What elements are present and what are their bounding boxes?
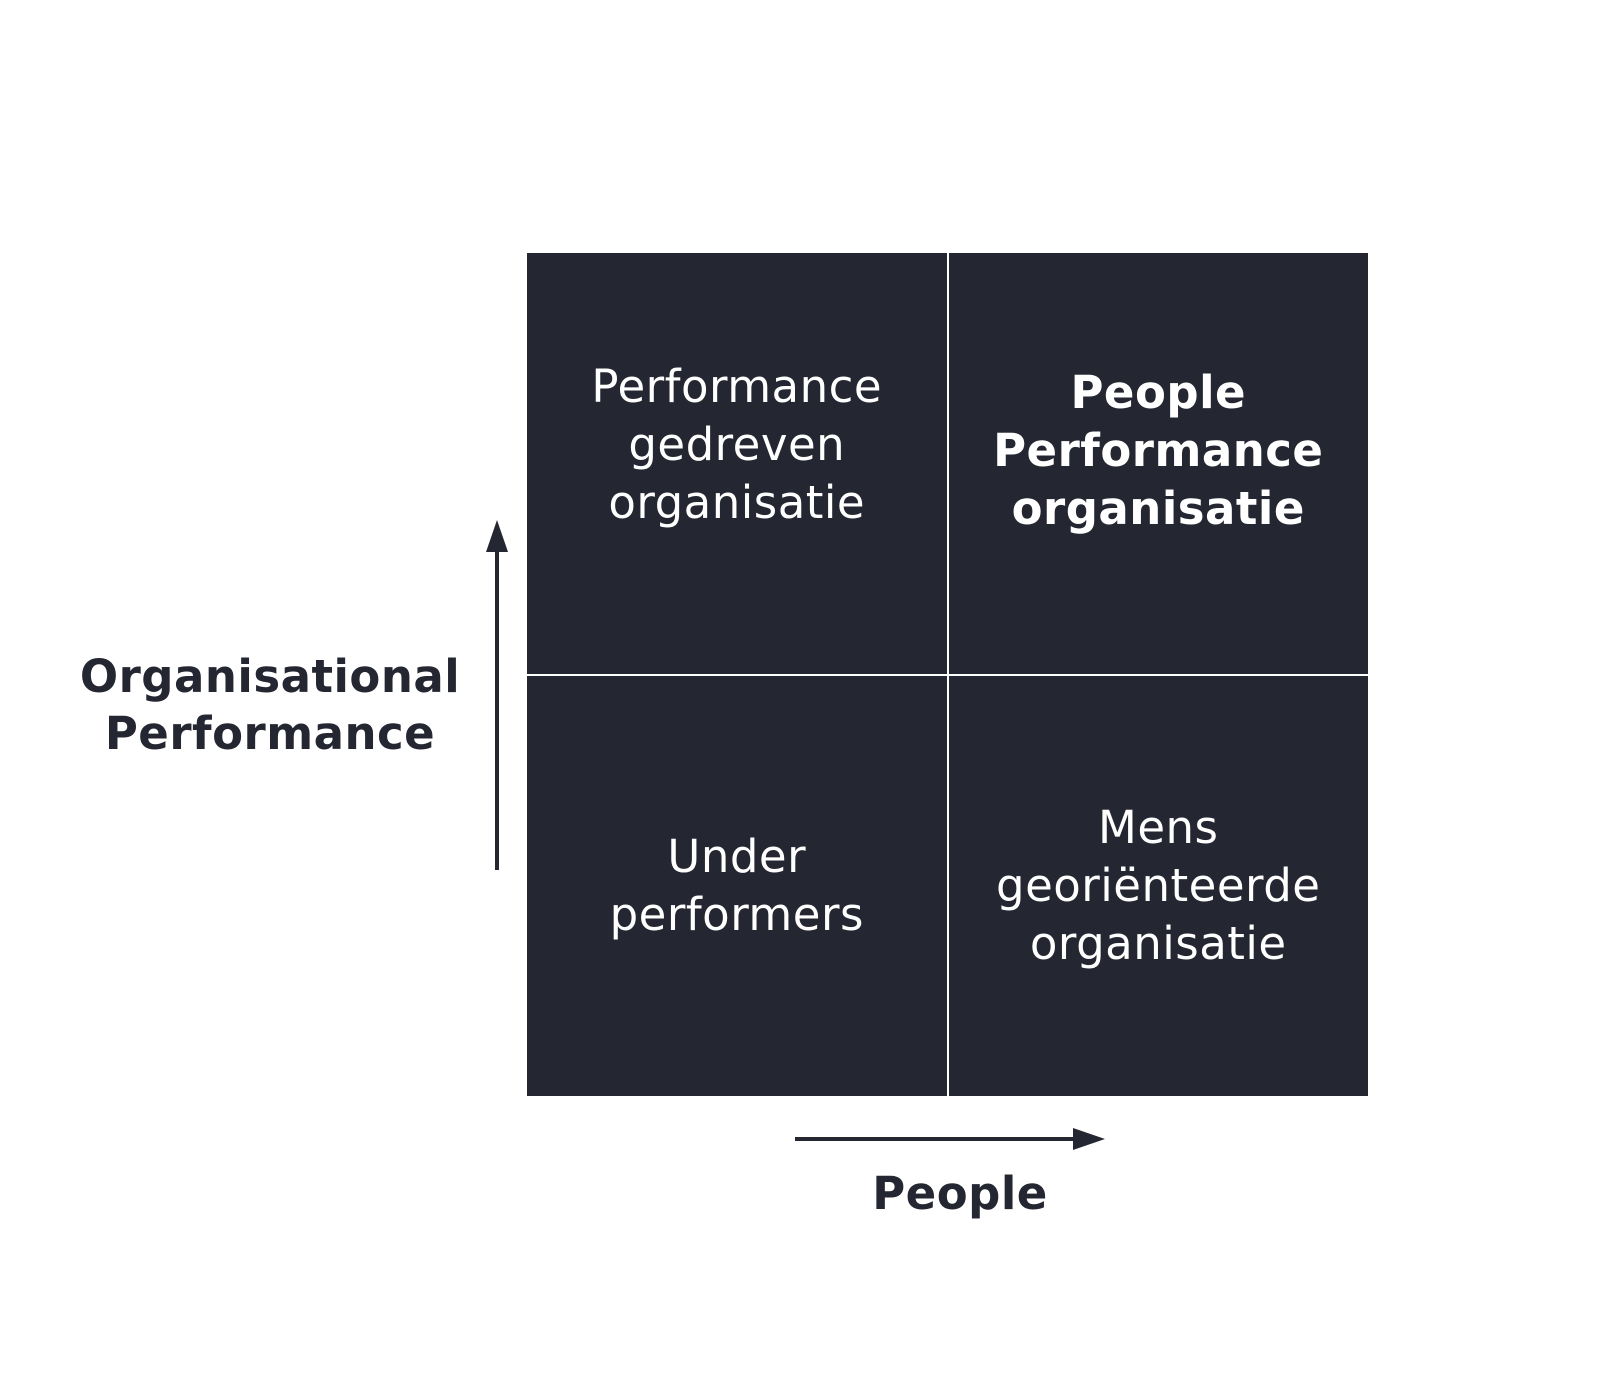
y-axis-title-line-1: Organisational xyxy=(79,650,461,703)
y-axis-title: Organisational Performance xyxy=(70,648,470,762)
quadrant-top-left: Performance gedreven organisatie xyxy=(527,253,947,674)
quadrant-bottom-right-label: Mens georiënteerde organisatie xyxy=(949,799,1369,973)
quadrant-bottom-left-line-2: performers xyxy=(609,887,864,941)
quadrant-bottom-left-label: Under performers xyxy=(527,828,947,944)
quadrant-top-right-line-2: Performance xyxy=(993,424,1324,477)
quadrant-top-left-label: Performance gedreven organisatie xyxy=(527,358,947,532)
quadrant-top-left-line-2: gedreven xyxy=(628,418,846,471)
y-axis-arrow xyxy=(486,520,508,870)
quadrant-top-right: People Performance organisatie xyxy=(948,253,1369,674)
quadrant-bottom-right-line-1: Mens xyxy=(1098,800,1219,854)
quadrant-top-right-line-3: organisatie xyxy=(1011,482,1305,535)
quadrant-matrix: Performance gedreven organisatie People … xyxy=(527,253,1368,1096)
x-axis-arrow xyxy=(795,1128,1105,1150)
quadrant-top-right-line-1: People xyxy=(1070,366,1247,419)
quadrant-bottom-left: Under performers xyxy=(527,675,947,1096)
x-axis-title: People xyxy=(872,1167,1048,1220)
quadrant-top-right-label: People Performance organisatie xyxy=(949,364,1369,538)
quadrant-bottom-right-line-2: georiënteerde xyxy=(996,858,1321,912)
quadrant-bottom-left-line-1: Under xyxy=(667,829,807,883)
quadrant-bottom-right-line-3: organisatie xyxy=(1029,916,1287,970)
y-axis-title-line-2: Performance xyxy=(104,707,436,760)
quadrant-bottom-right: Mens georiënteerde organisatie xyxy=(948,675,1369,1096)
quadrant-top-left-line-1: Performance xyxy=(591,360,883,413)
quadrant-top-left-line-3: organisatie xyxy=(608,476,866,529)
